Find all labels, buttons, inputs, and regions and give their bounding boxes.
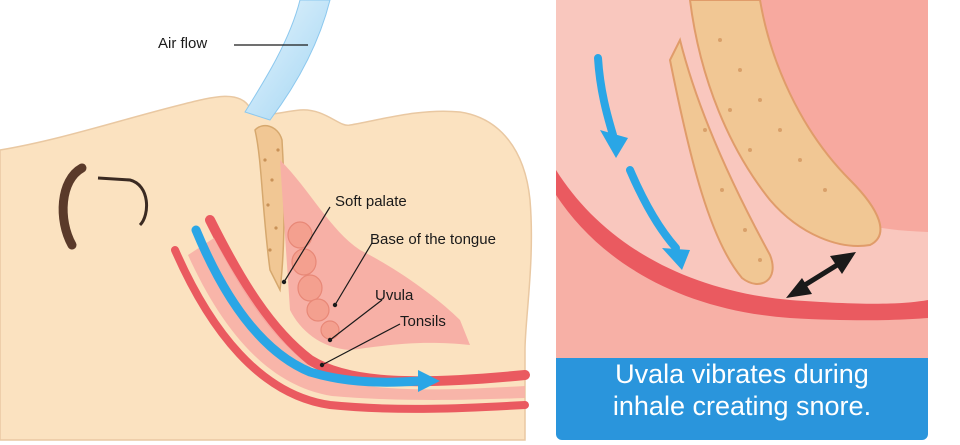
airway-lower-wall — [171, 246, 529, 413]
palate-bulges — [287, 221, 340, 340]
label-tonsils: Tonsils — [400, 313, 446, 330]
caption-line-1: Uvala vibrates during — [615, 359, 869, 389]
leader-dots — [281, 279, 338, 368]
zoom-panel-art — [556, 0, 928, 358]
label-uvula: Uvula — [375, 287, 414, 304]
airway-upper-wall — [205, 215, 530, 387]
nasal-dots — [263, 148, 280, 252]
label-soft-palate: Soft palate — [335, 193, 407, 210]
head-side-view — [0, 0, 533, 441]
uvula-shape — [668, 37, 774, 285]
vibration-double-arrow-icon — [786, 252, 856, 298]
zoom-panel-caption: Uvala vibrates during inhale creating sn… — [556, 358, 928, 440]
throat-tissue — [280, 160, 470, 350]
air-flow-arrow-icon — [244, 0, 331, 121]
label-base-of-tongue: Base of the tongue — [370, 231, 496, 248]
caption-line-2: inhale creating snore. — [612, 391, 872, 421]
label-air-flow: Air flow — [158, 35, 208, 52]
airway-fill — [188, 238, 525, 400]
airway-blue-stream — [191, 225, 425, 387]
closed-eye — [97, 176, 149, 227]
nasal-cavity — [254, 124, 285, 293]
leader-lines — [234, 44, 401, 366]
eyebrow — [58, 163, 87, 250]
airflow-arrow-icon — [418, 370, 440, 392]
tongue-shape — [688, 0, 882, 247]
